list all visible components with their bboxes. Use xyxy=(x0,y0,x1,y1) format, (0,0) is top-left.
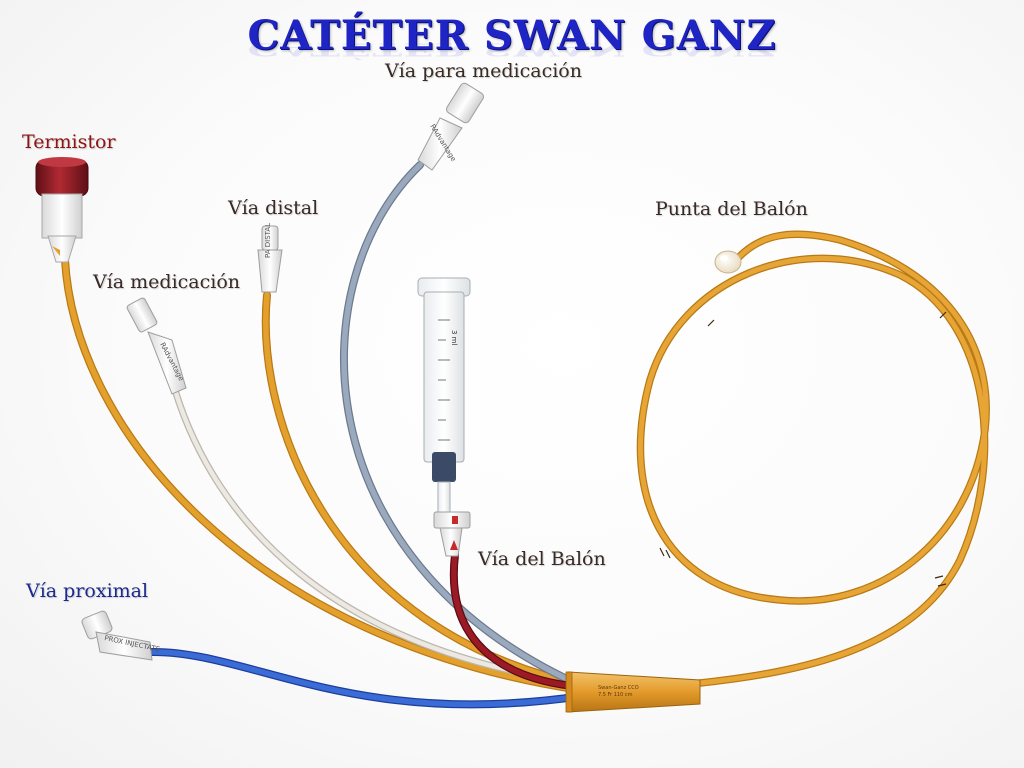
label-punta-del-balon: Punta del Balón xyxy=(655,198,808,220)
label-via-proximal: Vía proximal xyxy=(26,580,149,602)
syringe-icon: 3 ml xyxy=(417,277,471,557)
medication-line-white xyxy=(171,386,586,687)
svg-text:Swan-Ganz CCO: Swan-Ganz CCO xyxy=(598,685,639,691)
label-via-del-balon: Vía del Balón xyxy=(478,548,606,570)
thermistor-connector-icon xyxy=(35,157,89,263)
luer-hub-icon: RAdvantage xyxy=(126,297,187,395)
svg-text:3 ml: 3 ml xyxy=(450,330,458,345)
svg-text:PA DISTAL: PA DISTAL xyxy=(264,223,272,258)
luer-hub-icon: PROX INJECTATE xyxy=(81,610,161,661)
catheter-depth-marks xyxy=(659,311,947,587)
balloon-tip-icon xyxy=(714,250,742,274)
svg-text:7.5 Fr 110 cm: 7.5 Fr 110 cm xyxy=(598,692,633,698)
page-title: CATÉTER SWAN GANZ xyxy=(247,12,777,59)
luer-hub-icon: RAdvantage xyxy=(417,82,485,171)
junction-hub-icon: Swan-Ganz CCO 7.5 Fr 110 cm xyxy=(565,671,701,713)
label-via-medicacion: Vía medicación xyxy=(93,271,241,293)
label-via-distal: Vía distal xyxy=(228,197,319,219)
label-termistor: Termistor xyxy=(22,131,116,153)
tube-group xyxy=(61,161,990,709)
label-via-para-medicacion: Vía para medicación xyxy=(385,60,582,82)
luer-hub-icon: PA DISTAL xyxy=(257,223,283,293)
